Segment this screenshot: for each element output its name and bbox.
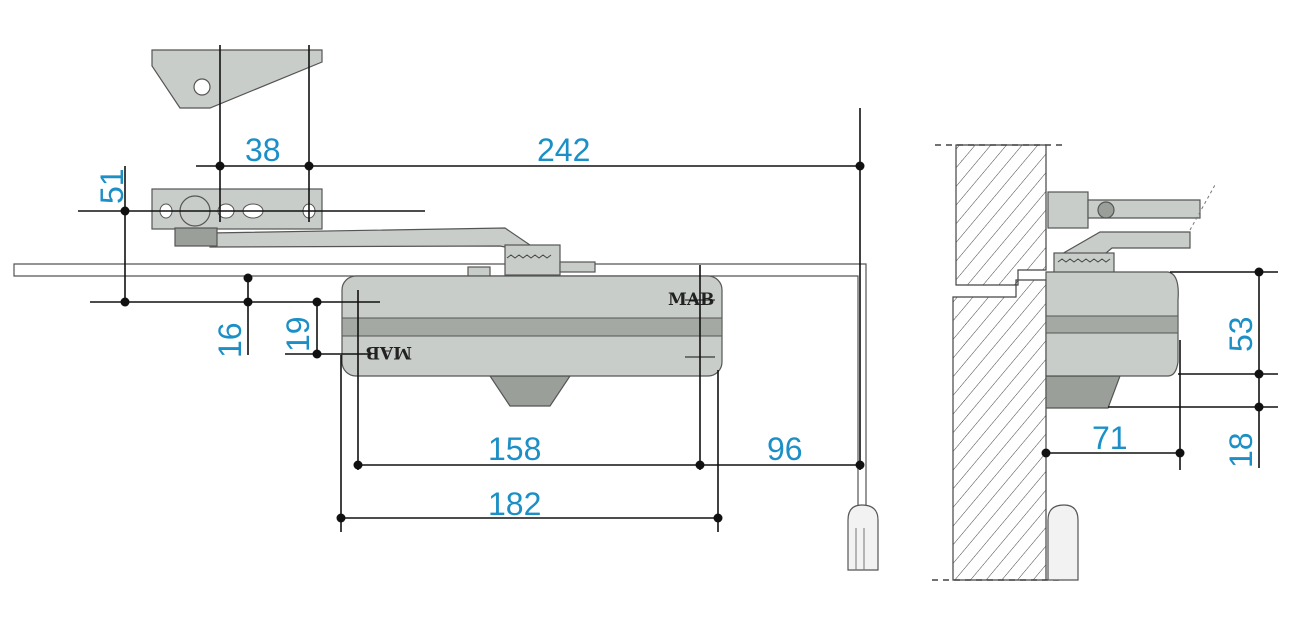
dim-38: 38	[245, 132, 281, 168]
side-closer-body	[1045, 271, 1179, 409]
side-dimension-lines	[1041, 267, 1278, 470]
frame-section	[955, 144, 1047, 286]
dim-96: 96	[767, 431, 803, 467]
dim-51: 51	[94, 168, 130, 204]
dim-19: 19	[280, 316, 316, 352]
side-view: 53 18 71	[932, 144, 1278, 581]
side-arm	[1047, 184, 1216, 274]
door-section	[952, 279, 1047, 581]
dim-71: 71	[1092, 420, 1128, 456]
closer-body: MAB MAB	[341, 275, 723, 407]
side-door-handle	[1047, 504, 1079, 581]
dim-18: 18	[1223, 432, 1259, 468]
front-view: MAB MAB	[13, 45, 879, 571]
mounting-bracket	[151, 49, 323, 109]
arm-plate	[151, 188, 323, 230]
dim-242: 242	[537, 132, 590, 168]
closer-arm	[174, 227, 596, 277]
dim-53: 53	[1223, 316, 1259, 352]
dim-158: 158	[488, 431, 541, 467]
door-handle	[847, 504, 879, 571]
dim-16: 16	[212, 322, 248, 358]
dim-182: 182	[488, 486, 541, 522]
mab-logo-inverted: MAB	[366, 342, 412, 362]
front-dimension-lines	[78, 45, 865, 532]
